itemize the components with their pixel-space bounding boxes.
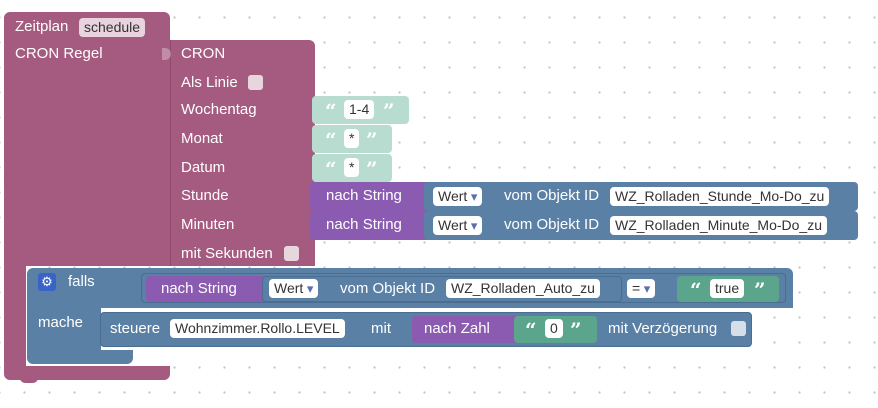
cron-input-connector (162, 48, 171, 60)
date-value-field[interactable]: * (344, 158, 360, 177)
gear-icon[interactable]: ⚙ (38, 273, 56, 291)
as-line-label: Als Linie (181, 74, 238, 91)
cron-block[interactable] (170, 40, 171, 266)
if-block-spine (27, 306, 101, 354)
do-label: mache (38, 314, 84, 331)
quote-open-icon: “ (325, 128, 337, 152)
quote-close-icon: ” (366, 128, 378, 152)
operator-dropdown[interactable]: = (627, 279, 656, 298)
object-id-label: vom Objekt ID (504, 216, 600, 233)
to-number-label: nach Zahl (424, 320, 490, 337)
month-label: Monat (181, 130, 223, 147)
if-label: falls (68, 273, 95, 290)
to-number-block[interactable] (412, 316, 522, 343)
cron-rule-label: CRON Regel (15, 45, 103, 62)
value-dropdown[interactable]: Wert (433, 216, 483, 235)
hour-label: Stunde (181, 187, 229, 204)
minute-label: Minuten (181, 216, 235, 233)
object-id-label: vom Objekt ID (340, 280, 436, 297)
as-line-checkbox[interactable] (248, 75, 263, 90)
seconds-label: mit Sekunden (181, 245, 273, 262)
control-label: steuere (110, 320, 161, 337)
quote-close-icon: ” (570, 318, 582, 342)
minute-to-string-block[interactable] (310, 211, 430, 240)
to-string-label: nach String (326, 187, 402, 204)
weekday-label: Wochentag (181, 101, 257, 118)
object-id-field[interactable]: WZ_Rolladen_Stunde_Mo-Do_zu (610, 187, 830, 206)
schedule-block-spine (4, 264, 26, 370)
schedule-title: Zeitplan (15, 18, 69, 35)
hour-to-string-block[interactable] (310, 182, 430, 211)
if-to-string-block[interactable] (146, 276, 266, 302)
schedule-block-body[interactable] (4, 40, 315, 266)
with-label: mit (371, 320, 391, 337)
to-string-label: nach String (161, 280, 237, 297)
quote-close-icon: ” (366, 157, 378, 181)
value-dropdown[interactable]: Wert (269, 279, 319, 298)
date-label: Datum (181, 159, 226, 176)
month-value-field[interactable]: * (344, 129, 360, 148)
number-value-field[interactable]: 0 (545, 319, 563, 338)
cron-title: CRON (181, 45, 226, 62)
object-id-field[interactable]: WZ_Rolladen_Auto_zu (446, 279, 600, 298)
delay-checkbox[interactable] (731, 321, 746, 336)
quote-close-icon: ” (754, 278, 766, 302)
value-dropdown[interactable]: Wert (433, 187, 483, 206)
schedule-name-field[interactable]: schedule (79, 18, 146, 37)
compare-value-field[interactable]: true (710, 279, 745, 298)
object-id-field[interactable]: WZ_Rolladen_Minute_Mo-Do_zu (610, 216, 827, 235)
quote-open-icon: “ (325, 157, 337, 181)
object-id-label: vom Objekt ID (504, 187, 600, 204)
to-string-label: nach String (326, 216, 402, 233)
weekday-value-field[interactable]: 1-4 (344, 100, 375, 119)
quote-close-icon: ” (383, 99, 395, 123)
quote-open-icon: “ (690, 278, 702, 302)
if-block-footer (27, 350, 133, 364)
delay-label: mit Verzögerung (608, 320, 718, 337)
schedule-block-footer (4, 366, 170, 380)
seconds-checkbox[interactable] (284, 246, 299, 261)
control-target-field[interactable]: Wohnzimmer.Rollo.LEVEL (170, 319, 345, 338)
schedule-bottom-tab (20, 378, 38, 383)
quote-open-icon: “ (525, 318, 537, 342)
quote-open-icon: “ (325, 99, 337, 123)
